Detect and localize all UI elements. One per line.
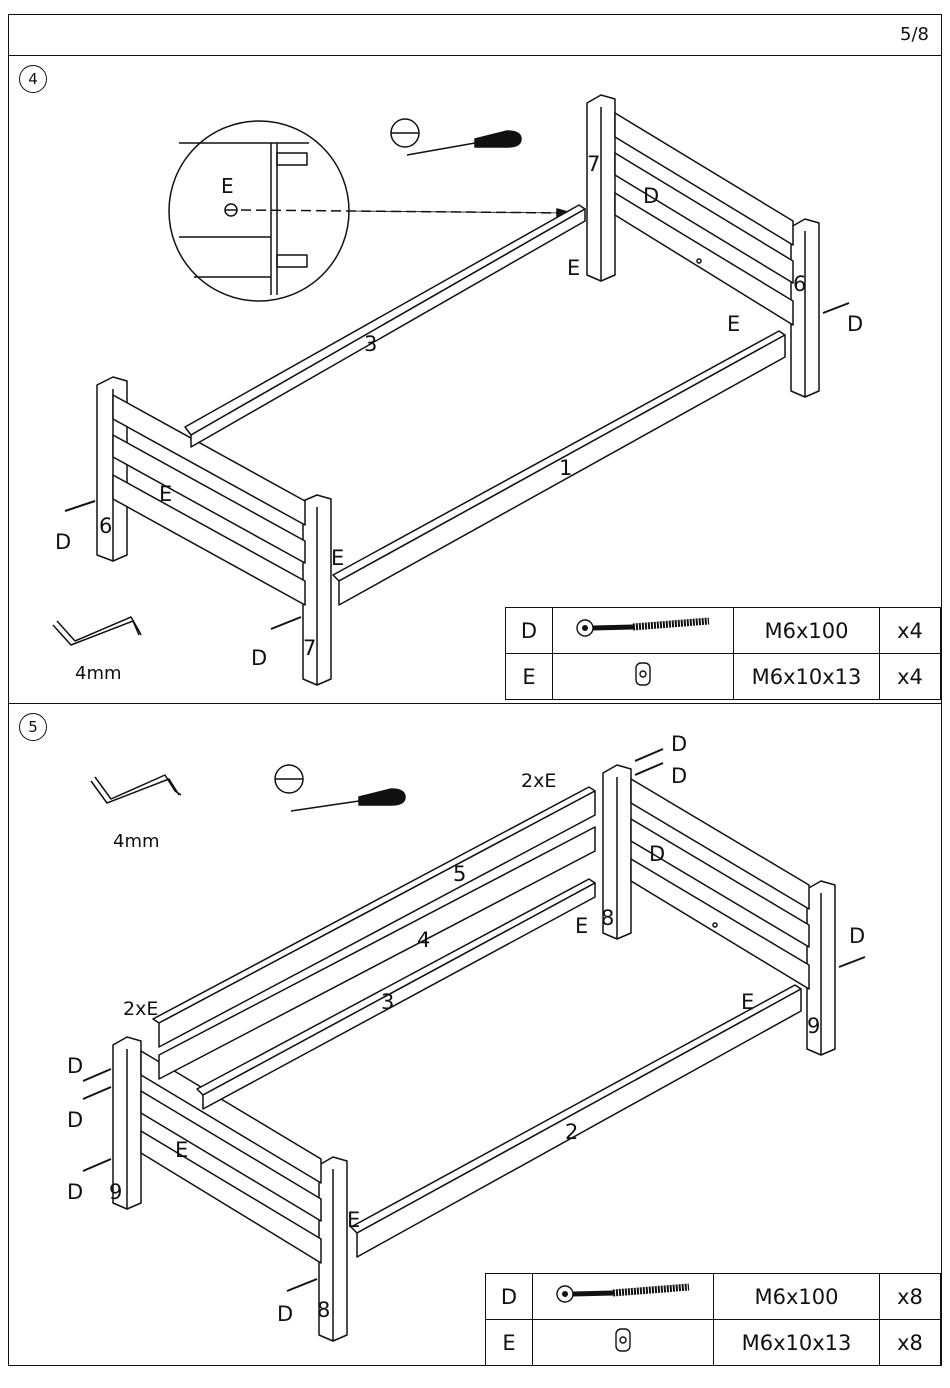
- step-5-panel: 5: [9, 703, 941, 1367]
- part-qty: x8: [880, 1274, 941, 1320]
- detail-label: E: [221, 174, 234, 198]
- step-5-drawing: 5 4 3 2 8 8 9 9 2xE 2xE E E E E D D D D …: [9, 703, 943, 1367]
- label-part-8-top: 8: [601, 906, 614, 930]
- barrel-nut-icon: [611, 1325, 635, 1355]
- part-size: M6x10x13: [734, 654, 880, 700]
- label-part-6-right: 6: [793, 272, 806, 296]
- part-letter: E: [506, 654, 553, 700]
- label-d-3: D: [649, 842, 665, 866]
- label-e-3: E: [175, 1138, 188, 1162]
- label-part-2: 2: [565, 1120, 578, 1144]
- label-e-3: E: [159, 482, 172, 506]
- part-picture: [553, 608, 734, 654]
- label-part-3: 3: [381, 990, 394, 1014]
- label-part-3: 3: [364, 332, 377, 356]
- label-e-2x-left: 2xE: [123, 998, 158, 1020]
- table-row: D M6x100 x4: [506, 608, 941, 654]
- label-tool-4mm: 4mm: [113, 831, 160, 852]
- part-picture: [553, 654, 734, 700]
- label-e-1: E: [575, 914, 588, 938]
- label-part-4: 4: [417, 928, 430, 952]
- label-d-5: D: [67, 1054, 83, 1078]
- table-row: E M6x10x13 x4: [506, 654, 941, 700]
- label-d-6: D: [67, 1108, 83, 1132]
- part-letter: D: [486, 1274, 533, 1320]
- rails-3-4-5: [153, 787, 595, 1109]
- label-part-9-right: 9: [807, 1014, 820, 1038]
- part-qty: x8: [880, 1320, 941, 1366]
- part-size: M6x10x13: [714, 1320, 880, 1366]
- label-d-4: D: [849, 924, 865, 948]
- bolt-d-icons: [65, 303, 849, 629]
- part-size: M6x100: [714, 1274, 880, 1320]
- label-part-5: 5: [453, 862, 466, 886]
- label-d-1: D: [671, 732, 687, 756]
- rail-3: [185, 205, 585, 447]
- label-part-8-bottom: 8: [317, 1298, 330, 1322]
- label-e-4: E: [331, 546, 344, 570]
- label-d-2: D: [671, 764, 687, 788]
- label-e-2: E: [741, 990, 754, 1014]
- label-part-6-left: 6: [99, 514, 112, 538]
- label-e-2: E: [727, 312, 740, 336]
- flat-screwdriver-icon: [275, 765, 405, 811]
- label-d-3: D: [55, 530, 71, 554]
- page-header: 5/8: [9, 15, 941, 56]
- label-part-9-left: 9: [109, 1180, 122, 1204]
- step-4-drawing: E: [9, 55, 943, 703]
- label-part-7-top: 7: [587, 152, 600, 176]
- part-letter: E: [486, 1320, 533, 1366]
- step-4-panel: 4 E: [9, 55, 941, 704]
- table-row: D M6x100 x8: [486, 1274, 941, 1320]
- allen-key-icon: [91, 775, 181, 803]
- label-d-7: D: [67, 1180, 83, 1204]
- detail-magnifier: E: [169, 121, 571, 301]
- page-number: 5/8: [900, 24, 929, 45]
- label-e-4: E: [347, 1208, 360, 1232]
- long-bolt-icon: [553, 1282, 693, 1306]
- part-picture: [533, 1320, 714, 1366]
- part-size: M6x100: [734, 608, 880, 654]
- table-row: E M6x10x13 x8: [486, 1320, 941, 1366]
- part-qty: x4: [880, 654, 941, 700]
- barrel-nut-icon: [631, 659, 655, 689]
- parts-table-step-5: D M6x100 x8 E: [485, 1273, 941, 1366]
- label-e-2x-top: 2xE: [521, 770, 556, 792]
- parts-table-step-4: D M6x100 x4 E: [505, 607, 941, 700]
- label-tool-4mm: 4mm: [75, 663, 122, 684]
- allen-key-icon: [53, 617, 141, 645]
- label-part-1: 1: [559, 456, 572, 480]
- flat-screwdriver-icon: [391, 119, 521, 155]
- label-d-1: D: [643, 184, 659, 208]
- instruction-page: 5/8 4 E: [8, 14, 942, 1366]
- label-d-2: D: [847, 312, 863, 336]
- part-picture: [533, 1274, 714, 1320]
- long-bolt-icon: [573, 616, 713, 640]
- label-d-8: D: [277, 1302, 293, 1326]
- part-letter: D: [506, 608, 553, 654]
- part-qty: x4: [880, 608, 941, 654]
- label-d-4: D: [251, 646, 267, 670]
- label-part-7-bottom: 7: [303, 636, 316, 660]
- label-e-1: E: [567, 256, 580, 280]
